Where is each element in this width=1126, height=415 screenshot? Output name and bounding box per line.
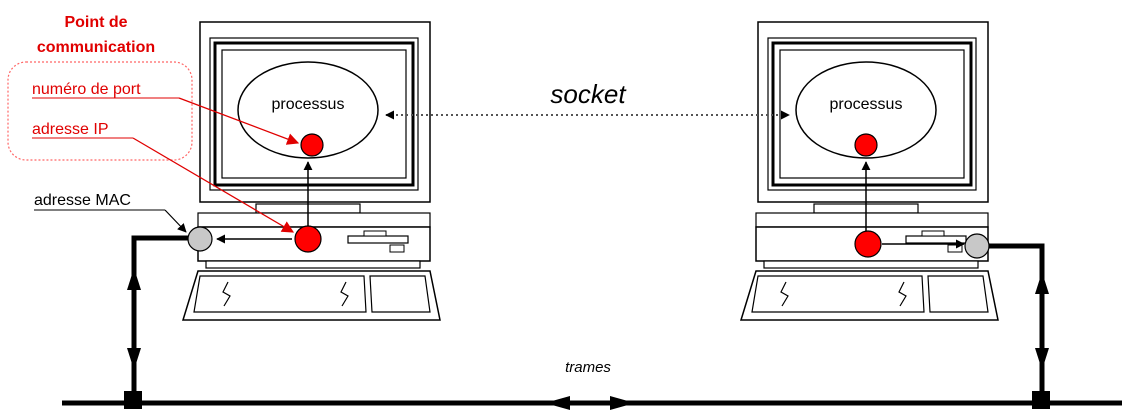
bus-arrow-left bbox=[545, 396, 570, 410]
computer-right: processus bbox=[739, 21, 999, 321]
floppy-drive bbox=[347, 235, 409, 244]
mac-endpoint bbox=[187, 226, 213, 252]
title-line1: Point de bbox=[64, 14, 127, 31]
computer-left: processus bbox=[181, 21, 441, 321]
port-endpoint bbox=[854, 133, 878, 157]
ip-endpoint bbox=[854, 230, 882, 258]
network-bus bbox=[62, 391, 1122, 410]
socket-label: socket bbox=[550, 79, 627, 109]
annotation-group: Point de communication numéro de port ad… bbox=[7, 14, 611, 376]
frames-label: trames bbox=[565, 359, 611, 376]
ip-label: adresse IP bbox=[32, 121, 108, 138]
right-drop-cable bbox=[987, 243, 1049, 395]
title-line2: communication bbox=[37, 39, 155, 56]
mac-endpoint bbox=[964, 233, 990, 259]
port-endpoint bbox=[300, 133, 324, 157]
endpoint-callout-box bbox=[7, 61, 193, 161]
bus-arrow-right bbox=[610, 396, 635, 410]
ip-endpoint bbox=[294, 225, 322, 253]
process-label: processus bbox=[272, 96, 345, 113]
process-ellipse bbox=[795, 61, 937, 159]
left-drop-cable bbox=[127, 235, 188, 395]
process-label: processus bbox=[830, 96, 903, 113]
floppy-drive bbox=[905, 235, 967, 244]
bus-tap-left bbox=[124, 391, 142, 409]
socket-link: socket bbox=[385, 79, 790, 120]
mac-label: adresse MAC bbox=[34, 192, 131, 209]
bus-tap-right bbox=[1032, 391, 1050, 409]
port-label: numéro de port bbox=[32, 81, 141, 98]
